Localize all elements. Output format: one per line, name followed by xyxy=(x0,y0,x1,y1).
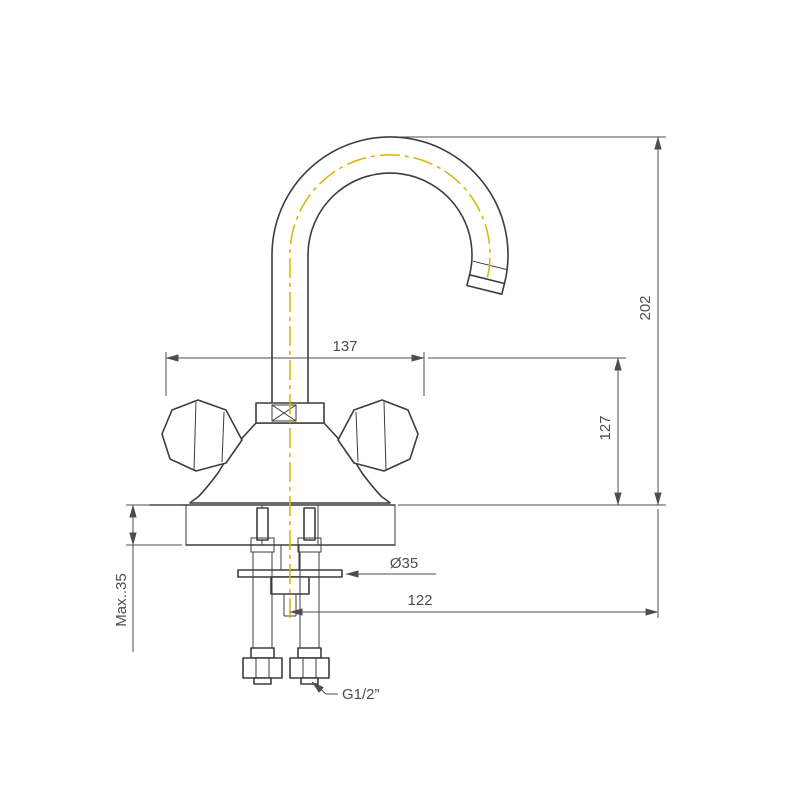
section-box xyxy=(271,404,297,422)
dim-202-label: 202 xyxy=(637,295,654,320)
dim-dia-label: Ø35 xyxy=(390,555,418,572)
aerator-tip xyxy=(466,273,506,296)
centerline xyxy=(289,154,491,618)
inlet-tubes xyxy=(256,507,316,541)
dimension-137: 137 xyxy=(165,338,425,396)
hose-tail-left xyxy=(253,677,272,685)
dim-thread-label: G1/2” xyxy=(342,686,380,703)
aerator-band xyxy=(472,260,509,271)
dim-max35-label: Max..35 xyxy=(113,573,130,626)
dim-137-label: 137 xyxy=(332,338,357,355)
hose-nut-right xyxy=(289,657,330,679)
dimension-127: 127 xyxy=(428,357,626,506)
dimension-diameter: Ø35 xyxy=(345,555,436,578)
inlet-tube-left xyxy=(256,507,269,541)
hose-collar-right xyxy=(297,647,322,659)
hose-tail-right xyxy=(300,677,319,685)
dim-127-label: 127 xyxy=(597,415,614,440)
supply-hoses xyxy=(242,537,330,685)
left-handle xyxy=(161,399,243,472)
dimension-max35: Max..35 xyxy=(113,504,182,652)
dim-122-label: 122 xyxy=(407,592,432,609)
spout-inner-edge xyxy=(307,172,473,404)
dimension-thread: G1/2” xyxy=(311,681,380,703)
right-handle xyxy=(337,399,419,472)
dimension-122: 122 xyxy=(289,509,659,618)
inlet-tube-right xyxy=(303,507,316,541)
hose-collar-left xyxy=(250,647,275,659)
hose-nut-left xyxy=(242,657,283,679)
